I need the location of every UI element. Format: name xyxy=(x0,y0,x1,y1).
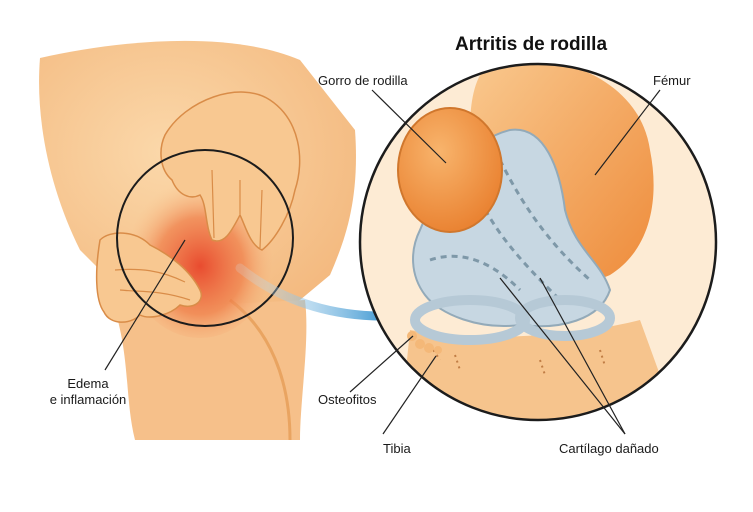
diagram-title: Artritis de rodilla xyxy=(455,34,608,55)
label-osteophytes: Osteofitos xyxy=(318,392,377,407)
knee-joint-zoom xyxy=(358,62,718,422)
label-edema-line1: Edema xyxy=(67,376,109,391)
label-femur: Fémur xyxy=(653,73,691,88)
leader-lines xyxy=(104,89,661,435)
kneecap-bone xyxy=(397,107,503,233)
osteophytes xyxy=(407,331,442,354)
label-cartilage: Cartílago dañado xyxy=(559,441,659,456)
tibia-bone xyxy=(400,320,680,420)
label-tibia: Tibia xyxy=(383,441,411,456)
leg-illustration xyxy=(39,40,356,441)
label-edema-line2: e inflamación xyxy=(49,392,127,407)
label-edema: Edema e inflamación xyxy=(28,376,148,408)
label-kneecap: Gorro de rodilla xyxy=(318,73,408,88)
